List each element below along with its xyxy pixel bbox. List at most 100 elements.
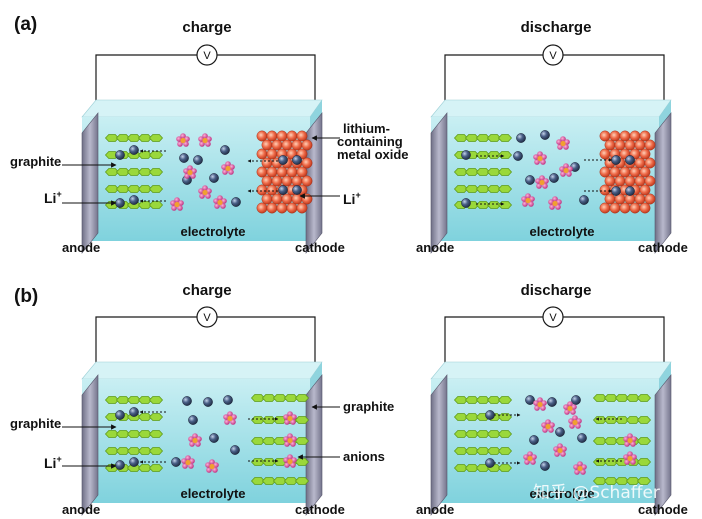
li-ion [220, 145, 230, 155]
anion [183, 165, 197, 179]
label-anions: anions [343, 449, 385, 464]
cathode-plate [305, 374, 323, 516]
li-ion [292, 185, 302, 195]
anion [523, 451, 537, 465]
li-ion [625, 186, 635, 196]
li-ion [129, 195, 139, 205]
graphite-layer-cathode [250, 437, 310, 445]
label-anode-b-discharge: anode [416, 502, 454, 517]
anion [198, 185, 212, 199]
li-ion [611, 186, 621, 196]
graphite-layer [104, 396, 164, 404]
anode-plate [81, 112, 99, 254]
label-cathode-b-charge: cathode [295, 502, 345, 517]
graphite-layer [453, 168, 513, 176]
li-ion [555, 427, 565, 437]
cathode-plate [654, 374, 672, 516]
li-ion [231, 197, 241, 207]
li-ion [579, 195, 589, 205]
anion [541, 419, 555, 433]
anion [553, 443, 567, 457]
metal-oxide-block [256, 130, 313, 214]
li-ion [223, 395, 233, 405]
anion [283, 433, 297, 447]
graphite-layer-cathode [592, 416, 652, 424]
li-ion [549, 173, 559, 183]
anion [563, 401, 577, 415]
anion [548, 196, 562, 210]
anion [573, 461, 587, 475]
graphite-layer-cathode [592, 437, 652, 445]
li-ion [179, 153, 189, 163]
anion [533, 397, 547, 411]
label-cathode-a-discharge: cathode [638, 240, 688, 255]
electrolyte-surface [430, 99, 672, 118]
anion [198, 133, 212, 147]
li-ion [529, 435, 539, 445]
voltmeter-b-discharge: V [549, 312, 557, 324]
label-graphite-right-b: graphite [343, 399, 394, 414]
li-ion [209, 173, 219, 183]
panel-label-b: (b) [14, 286, 38, 307]
label-electrolyte-b-charge: electrolyte [180, 486, 245, 501]
li-ion [485, 410, 495, 420]
panel-label-a: (a) [14, 14, 37, 35]
graphite-layer-cathode [250, 394, 310, 402]
voltmeter-circle [542, 44, 564, 66]
label-anode-a-discharge: anode [416, 240, 454, 255]
cathode-plate [654, 112, 672, 254]
label-anode-a-charge: anode [62, 240, 100, 255]
anion [181, 455, 195, 469]
electrolyte-body [82, 117, 310, 241]
graphite-layer [453, 430, 513, 438]
li-ion [525, 175, 535, 185]
li-ion [188, 415, 198, 425]
graphite-layer [453, 447, 513, 455]
cell-b-discharge [430, 306, 672, 516]
graphite-layer [104, 447, 164, 455]
metal-oxide-block [599, 130, 656, 214]
anion [283, 454, 297, 468]
graphite-layer-cathode [250, 416, 310, 424]
li-ion [129, 457, 139, 467]
cell-a-discharge [430, 44, 672, 254]
li-ion [115, 198, 125, 208]
graphite-layer-cathode [592, 477, 652, 485]
voltmeter-a-discharge: V [549, 50, 557, 62]
anion [283, 411, 297, 425]
li-ion [278, 155, 288, 165]
graphite-layer [104, 464, 164, 472]
li-ion [547, 397, 557, 407]
li-ion [625, 155, 635, 165]
li-ion [513, 151, 523, 161]
graphite-layer [453, 185, 513, 193]
graphite-layer [453, 464, 513, 472]
label-li-b: Li+ [44, 454, 62, 471]
anion [623, 433, 637, 447]
label-cathode-b-discharge: cathode [638, 502, 688, 517]
li-ion [209, 433, 219, 443]
anion [188, 433, 202, 447]
li-ion [540, 461, 550, 471]
anion [556, 136, 570, 150]
li-ion [182, 396, 192, 406]
graphite-layer-cathode [250, 458, 310, 466]
anion [221, 161, 235, 175]
graphite-layer-cathode [592, 394, 652, 402]
anion [559, 163, 573, 177]
graphite-layer-cathode [250, 477, 310, 485]
label-anode-b-charge: anode [62, 502, 100, 517]
anion [568, 415, 582, 429]
anion [535, 175, 549, 189]
li-ion [203, 397, 213, 407]
label-electrolyte-a-charge: electrolyte [180, 224, 245, 239]
graphite-layer [453, 134, 513, 142]
anion [213, 195, 227, 209]
label-electrolyte-b-discharge: electrolyte [529, 486, 594, 501]
graphite-layer-cathode [592, 458, 652, 466]
anode-plate [430, 112, 448, 254]
voltmeter-circle [542, 306, 564, 328]
li-ion [193, 155, 203, 165]
li-ion [461, 198, 471, 208]
